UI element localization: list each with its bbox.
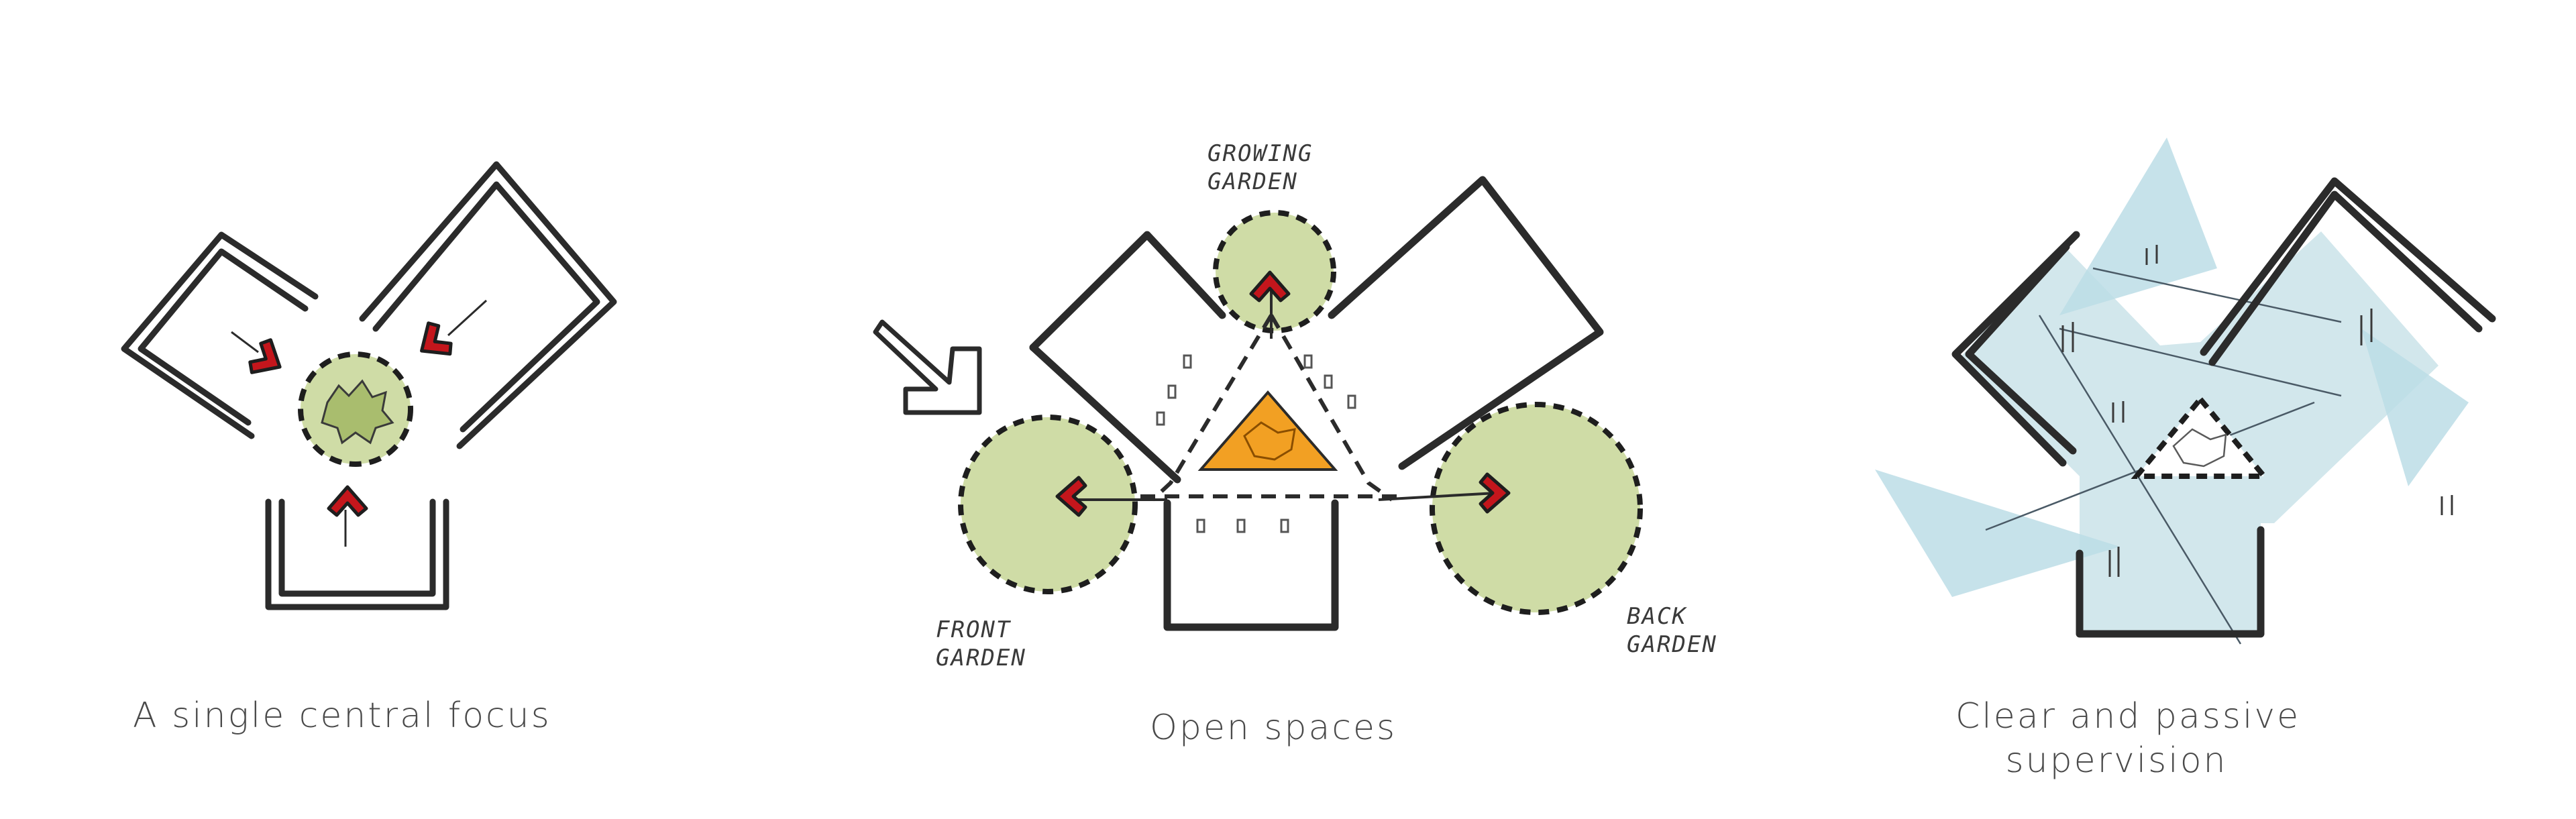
building-wing-right — [359, 161, 617, 449]
view-cone — [1875, 470, 2120, 597]
panel-central-focus — [121, 161, 617, 610]
chevron-arrow-icon — [329, 487, 366, 515]
chevron-arrow-icon — [246, 337, 289, 383]
view-cone — [2059, 138, 2217, 315]
tree-icon — [321, 379, 394, 445]
back-garden-label: BACK — [1627, 603, 1687, 630]
growing-garden-label: GARDEN — [1208, 168, 1298, 195]
entrance-arrow-icon — [873, 319, 982, 415]
front-garden-circle — [958, 415, 1138, 594]
chevron-arrow-icon — [411, 319, 455, 366]
front-garden-label: FRONT — [936, 616, 1012, 643]
building-wing-left — [121, 231, 319, 439]
central-triangle — [1197, 390, 1338, 471]
panel-supervision — [1875, 138, 2496, 645]
view-cone — [2361, 329, 2469, 486]
building-wing-bottom — [265, 498, 449, 610]
back-garden-circle — [1430, 402, 1643, 615]
caption-supervision-line: Clear and passive — [1955, 696, 2301, 736]
growing-garden-circle — [1213, 210, 1336, 333]
window-marks — [1156, 354, 1356, 533]
caption-supervision-line: supervision — [2005, 741, 2228, 781]
building-outline — [1029, 176, 1604, 631]
panel-open-spaces: GROWING GARDEN FRONT GARDEN BACK GARDEN — [873, 140, 1717, 671]
central-triangle — [2131, 394, 2270, 479]
tree-icon — [2172, 428, 2227, 468]
caption-supervision: Clear and passive supervision — [1955, 694, 2301, 783]
person-icon — [2061, 245, 2453, 577]
courtyard-outline — [1140, 314, 1399, 502]
tree-icon — [1243, 421, 1296, 461]
back-garden-label: GARDEN — [1627, 631, 1717, 658]
building-outline — [1951, 177, 2496, 638]
growing-garden-label: GROWING — [1208, 140, 1313, 167]
front-garden-label: GARDEN — [936, 645, 1026, 671]
caption-open-spaces: Open spaces — [1150, 708, 1397, 748]
caption-central-focus: A single central focus — [133, 696, 551, 736]
